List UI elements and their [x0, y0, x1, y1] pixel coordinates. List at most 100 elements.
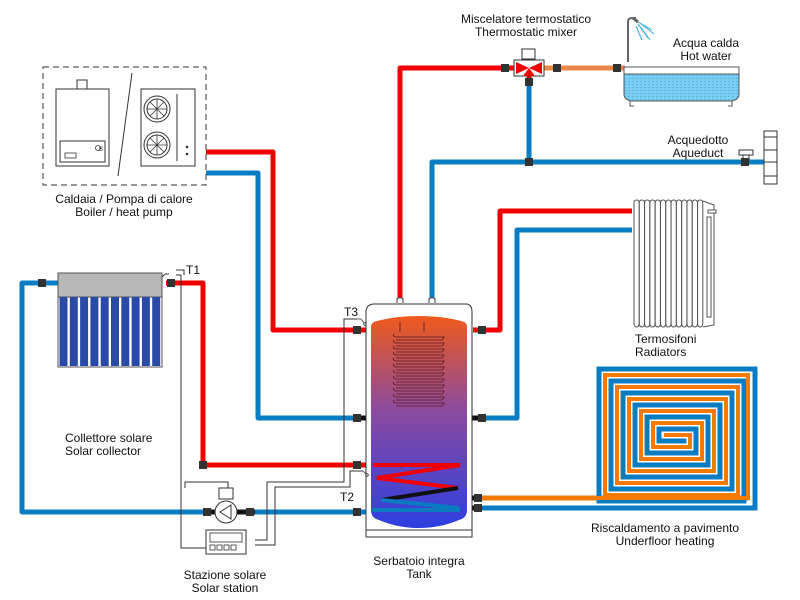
upper-coil [392, 322, 445, 407]
aqueduct-valve-icon [738, 149, 754, 161]
radiator-fin [633, 199, 640, 328]
svg-text:B: B [99, 147, 103, 153]
pipe-radiator-hot [473, 208, 632, 333]
pipe-fitting [478, 326, 486, 334]
coil-turn [392, 345, 445, 353]
underfloor-label: Riscaldamento a pavimento Underfloor hea… [591, 522, 739, 548]
pipe-fitting [553, 64, 561, 72]
tank-icon [365, 297, 473, 538]
pipe-fitting [525, 158, 533, 166]
pipe-collector-hot [166, 280, 370, 468]
shower-spray-icon [635, 21, 655, 41]
coil-turn [392, 381, 445, 389]
coil-turn [392, 351, 445, 359]
sensor-leads [357, 318, 369, 477]
pipe-fitting [353, 414, 361, 422]
sensor-t2-label: T2 [340, 490, 355, 504]
radiator-fin [649, 199, 656, 328]
coil-turn [392, 363, 445, 371]
boiler-heat-pump-group: B [42, 66, 207, 186]
collector-tube [141, 297, 150, 366]
radiator-icon [633, 199, 717, 328]
mixer-label-en: Thermostatic mixer [474, 25, 578, 39]
collector-tube [152, 297, 161, 366]
floor-loop-hot [478, 373, 750, 500]
aqueduct-label-en: Aqueduct [672, 146, 724, 160]
boiler-label-it: Caldaia / Pompa di calore [55, 192, 193, 206]
collector-tube [69, 297, 78, 366]
control-wires [176, 269, 363, 549]
pipe-fitting [478, 414, 486, 422]
wall-icon [763, 130, 778, 185]
bathtub-icon [623, 16, 740, 107]
underfloor-label-en: Underfloor heating [615, 534, 715, 548]
boiler-icon: B [55, 79, 110, 167]
controller-icon [205, 529, 247, 555]
sensor-t3-label: T3 [344, 305, 359, 319]
thermostatic-mixer-icon [513, 48, 545, 77]
coil-turn [392, 339, 445, 347]
radiator-fin [654, 199, 661, 328]
coil-turn [392, 399, 445, 407]
pump-icon [214, 500, 238, 524]
boiler-dashed-frame [42, 66, 207, 186]
radiator-fin [644, 199, 651, 328]
collector-tube [131, 297, 140, 366]
aqueduct-label: Acquedotto Aqueduct [668, 134, 729, 160]
pipe-radiator-cold [473, 227, 632, 421]
floor-loop-cold [477, 366, 758, 511]
heat-pump-icon [140, 88, 196, 167]
pipe-boiler-hot [206, 149, 370, 333]
pipe-fitting [741, 158, 749, 166]
coil-turn [392, 333, 445, 341]
pipe-fitting [525, 78, 533, 86]
hot-water-label-it: Acqua calda [672, 36, 740, 50]
underfloor-spiral-icon [477, 366, 758, 511]
boiler-label-en: Boiler / heat pump [75, 205, 173, 219]
coil-turn [392, 393, 445, 401]
pipe-fitting [199, 461, 207, 469]
coil-turn [392, 387, 445, 395]
solar-station-label-it: Stazione solare [183, 568, 267, 582]
radiator-fin [697, 199, 704, 328]
collector-tube [90, 297, 99, 366]
aqueduct-label-it: Acquedotto [667, 133, 729, 147]
coil-turn [392, 357, 445, 365]
pump-motor [218, 487, 234, 500]
collector-tube [111, 297, 119, 366]
collector-tube [100, 297, 109, 366]
pipe-fitting [474, 504, 482, 512]
pipe-fitting [167, 279, 175, 287]
pipe-fitting [501, 64, 509, 72]
coil-riser [399, 322, 425, 332]
pipe-fitting [203, 508, 211, 516]
radiator-fin [681, 199, 688, 328]
fittings [38, 64, 749, 516]
tank-label-en: Tank [406, 567, 432, 581]
divider-slash [117, 72, 133, 177]
collector-tube [59, 297, 68, 366]
coil-turn [392, 375, 445, 383]
pipe-fitting [246, 508, 254, 516]
coil-turn [392, 369, 445, 377]
radiator-fin [670, 199, 677, 328]
collector-label: Collettore solare Solar collector [65, 432, 152, 458]
radiator-fin [665, 199, 672, 328]
pipe-fitting [474, 494, 482, 502]
collector-tube [80, 297, 89, 366]
tank-label: Serbatoio integra Tank [373, 555, 464, 581]
collector-label-it: Collettore solare [65, 431, 153, 445]
radiator-fin [638, 199, 645, 328]
tank-label-it: Serbatoio integra [373, 554, 465, 568]
mixer-label-it: Miscelatore termostatico [460, 12, 592, 26]
collector-label-en: Solar collector [65, 444, 142, 458]
pipe-fitting [353, 461, 361, 469]
solar-station-label-en: Solar station [191, 581, 259, 595]
pipe-fitting [613, 64, 621, 72]
radiator-fin [686, 199, 693, 328]
collector-tube [121, 297, 130, 366]
boiler-label: Caldaia / Pompa di calore Boiler / heat … [55, 193, 192, 219]
radiator-fin [691, 199, 698, 328]
solar-station-icon [205, 487, 247, 555]
